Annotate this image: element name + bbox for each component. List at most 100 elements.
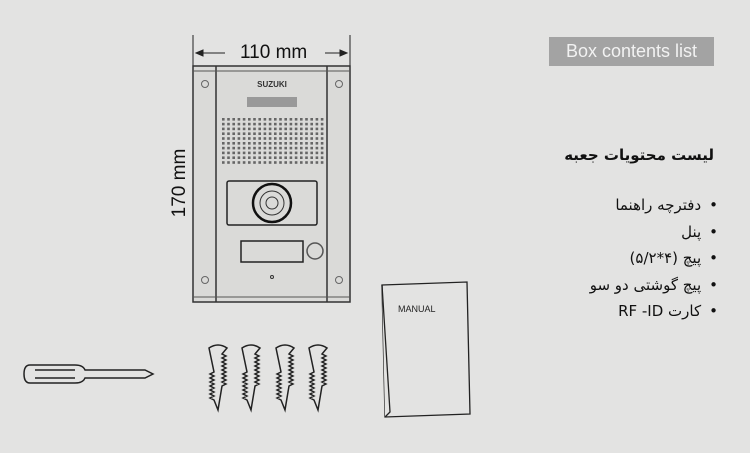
grille-hole <box>274 137 277 140</box>
manual-label: MANUAL <box>398 304 436 314</box>
grille-hole <box>248 127 251 131</box>
grille-hole <box>294 151 298 155</box>
grille-hole <box>237 127 241 131</box>
list-item: پیچ (۴*۵/۲) <box>590 245 718 272</box>
grille-hole <box>253 132 256 135</box>
grille-hole <box>300 156 303 159</box>
grille-hole <box>258 132 261 135</box>
grille-hole <box>268 137 272 140</box>
grille-hole <box>289 161 293 164</box>
grille-hole <box>294 122 298 126</box>
grille-hole <box>315 161 319 164</box>
grille-hole <box>248 122 251 126</box>
grille-hole <box>268 161 272 164</box>
grille-hole <box>258 156 261 159</box>
contents-list: دفترچه راهنما پنل پیچ (۴*۵/۲) پیچ گوشتی … <box>590 192 718 325</box>
grille-hole <box>222 118 225 121</box>
display-strip <box>247 97 297 107</box>
grille-hole <box>320 132 324 135</box>
grille-hole <box>305 118 308 121</box>
grille-hole <box>274 156 277 159</box>
grille-hole <box>237 132 241 135</box>
grille-hole <box>279 122 282 126</box>
grille-hole <box>232 161 235 164</box>
grille-hole <box>263 156 267 159</box>
name-plate <box>240 240 304 263</box>
screw-icon <box>275 344 296 413</box>
grille-hole <box>284 118 287 121</box>
grille-hole <box>242 151 246 155</box>
grille-hole <box>284 122 287 126</box>
grille-hole <box>300 142 303 145</box>
grille-hole <box>305 142 308 145</box>
grille-hole <box>284 127 287 131</box>
grille-hole <box>315 127 319 131</box>
grille-hole <box>237 151 241 155</box>
grille-hole <box>268 151 272 155</box>
grille-hole <box>222 132 225 135</box>
grille-hole <box>222 156 225 159</box>
grille-hole <box>289 156 293 159</box>
grille-hole <box>232 142 235 145</box>
grille-hole <box>279 156 282 159</box>
grille-hole <box>310 127 313 131</box>
grille-hole <box>227 118 230 121</box>
grille-hole <box>232 156 235 159</box>
grille-hole <box>279 137 282 140</box>
grille-hole <box>315 137 319 140</box>
grille-hole <box>320 142 324 145</box>
grille-hole <box>258 118 261 121</box>
grille-hole <box>289 142 293 145</box>
grille-hole <box>253 146 256 150</box>
width-dimension: 110 mm <box>240 42 308 63</box>
grille-hole <box>294 132 298 135</box>
grille-hole <box>310 132 313 135</box>
grille-hole <box>294 161 298 164</box>
grille-hole <box>310 137 313 140</box>
grille-hole <box>300 118 303 121</box>
grille-hole <box>279 132 282 135</box>
grille-hole <box>310 151 313 155</box>
grille-hole <box>268 122 272 126</box>
screw-icon <box>241 344 262 413</box>
screws <box>208 344 329 413</box>
grille-hole <box>263 137 267 140</box>
grille-hole <box>242 132 246 135</box>
grille-hole <box>263 122 267 126</box>
grille-hole <box>289 127 293 131</box>
grille-hole <box>258 161 261 164</box>
grille-hole <box>263 151 267 155</box>
grille-hole <box>300 146 303 150</box>
grille-hole <box>305 146 308 150</box>
grille-hole <box>274 151 277 155</box>
grille-hole <box>300 161 303 164</box>
brand-logo: SUZUKI <box>257 80 287 89</box>
grille-hole <box>248 156 251 159</box>
grille-hole <box>310 161 313 164</box>
grille-hole <box>227 161 230 164</box>
grille-hole <box>289 146 293 150</box>
grille-hole <box>268 142 272 145</box>
grille-hole <box>263 146 267 150</box>
box-contents-badge: Box contents list <box>549 37 714 66</box>
grille-hole <box>320 137 324 140</box>
intercom-panel: SUZUKI <box>192 65 351 303</box>
grille-hole <box>305 137 308 140</box>
grille-hole <box>268 118 272 121</box>
grille-hole <box>222 146 225 150</box>
grille-hole <box>300 137 303 140</box>
grille-hole <box>227 156 230 159</box>
grille-hole <box>289 122 293 126</box>
grille-hole <box>232 137 235 140</box>
grille-hole <box>232 122 235 126</box>
grille-hole <box>242 146 246 150</box>
grille-hole <box>279 118 282 121</box>
grille-hole <box>222 142 225 145</box>
grille-hole <box>300 132 303 135</box>
grille-hole <box>320 156 324 159</box>
grille-hole <box>237 161 241 164</box>
grille-hole <box>289 118 293 121</box>
grille-hole <box>237 122 241 126</box>
list-title: لیست محتویات جعبه <box>564 146 714 164</box>
